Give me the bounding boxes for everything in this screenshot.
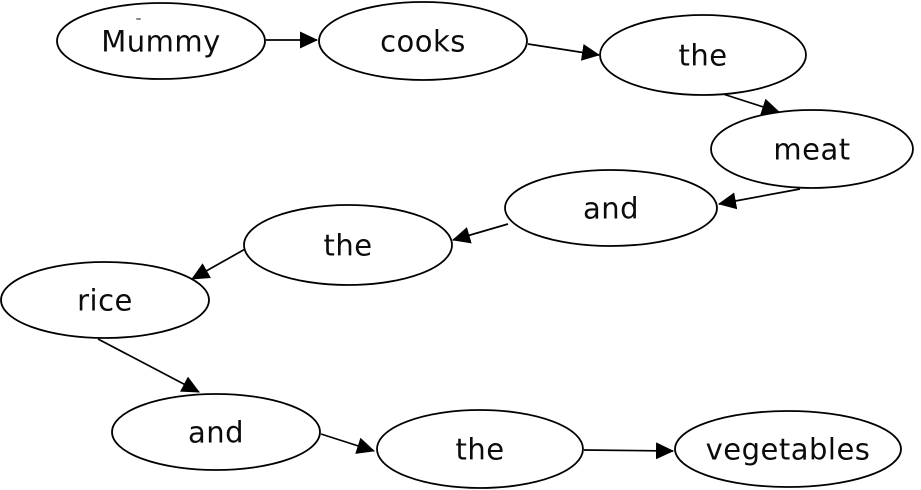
node-the-1-label: the: [678, 38, 727, 72]
node-the-3-label: the: [455, 432, 504, 466]
node-the-2-ellipse: [243, 204, 453, 286]
node-vegetables-ellipse: [674, 410, 902, 488]
node-the-2-label: the: [323, 228, 372, 262]
edge-meat-to-and-1: [718, 188, 801, 210]
node-the-3-ellipse: [376, 409, 584, 489]
node-meat: meat: [710, 109, 914, 189]
edge-and-2-to-the-3: [320, 433, 375, 454]
node-and-2: and: [111, 393, 321, 471]
node-the-2: the: [243, 204, 453, 286]
node-rice: rice: [0, 261, 210, 339]
node-cooks-label: cooks: [380, 24, 466, 58]
node-and-1-label: and: [583, 191, 639, 225]
edge-the-2-to-rice: [191, 247, 248, 280]
node-mummy-label: Mummy: [101, 24, 221, 58]
node-meat-label: meat: [773, 132, 850, 166]
edge-rice-to-and-2: [97, 338, 200, 393]
node-meat-ellipse: [710, 109, 914, 189]
node-and-2-ellipse: [111, 393, 321, 471]
node-cooks-ellipse: [318, 1, 528, 81]
node-vegetables: vegetables: [674, 410, 902, 488]
scan-speck-artifact: [136, 18, 141, 20]
edge-and-1-to-the-2: [452, 223, 509, 244]
node-the-1: the: [599, 14, 807, 96]
node-mummy-ellipse: [56, 2, 266, 80]
node-and-1-ellipse: [504, 169, 718, 247]
node-rice-label: rice: [77, 283, 133, 317]
edge-cooks-to-the-1: [527, 43, 600, 61]
node-rice-ellipse: [0, 261, 210, 339]
node-mummy: Mummy: [56, 2, 266, 80]
node-the-3: the: [376, 409, 584, 489]
node-and-2-label: and: [188, 415, 244, 449]
node-cooks: cooks: [318, 1, 528, 81]
node-and-1: and: [504, 169, 718, 247]
node-the-1-ellipse: [599, 14, 807, 96]
edge-the-1-to-meat: [722, 93, 780, 115]
edge-the-3-to-vegetables: [583, 442, 674, 460]
node-vegetables-label: vegetables: [706, 432, 871, 466]
